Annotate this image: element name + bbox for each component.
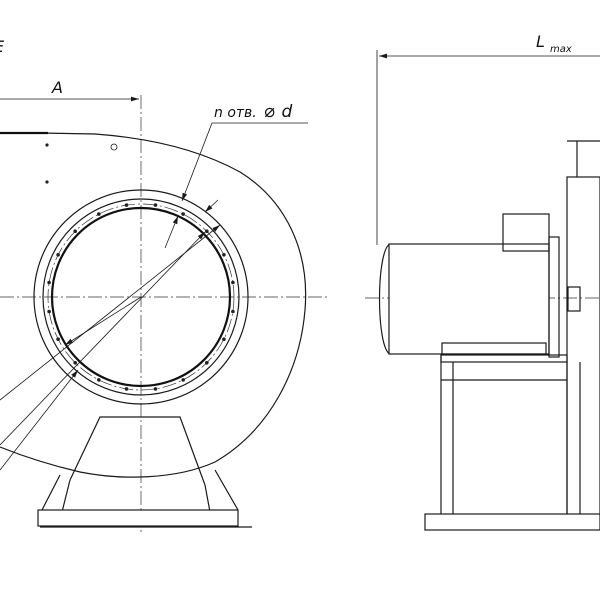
bolt-hole — [153, 203, 158, 207]
bolt-hole — [97, 378, 101, 382]
bolt-hole — [56, 337, 60, 342]
diameter-dim-3 — [0, 369, 79, 471]
support-pedestal — [69, 416, 206, 486]
bolt-hole — [222, 337, 226, 342]
bolt-hole — [124, 203, 129, 207]
inlet-flange-outer — [33, 189, 249, 405]
inlet-flange-mid — [42, 198, 240, 396]
holes-label: n отв. ⌀ d — [214, 101, 293, 122]
bolt-hole — [205, 361, 209, 365]
diameter-dim-4 — [64, 296, 142, 346]
bolt-hole — [97, 212, 101, 216]
bolt-hole — [153, 387, 158, 391]
support-legs — [41, 469, 239, 513]
holes-leader — [181, 122, 213, 202]
bolt-hole — [124, 387, 129, 391]
dim-a-label: A — [51, 78, 63, 97]
bolt-hole — [73, 229, 77, 233]
holes-prefix: n отв. — [214, 105, 257, 121]
bolt-holes — [47, 203, 235, 391]
bolt-hole — [205, 229, 209, 233]
holes-leader-3 — [164, 215, 179, 249]
side-base-plate — [424, 513, 600, 531]
lmax-label: L max — [536, 32, 572, 55]
holes-diameter-symbol: ⌀ — [264, 101, 275, 122]
motor-body — [388, 243, 550, 355]
base-plate — [37, 509, 239, 527]
bolt-circle — [47, 203, 235, 391]
motor-end-cap — [378, 243, 391, 355]
diameter-dim-2 — [0, 231, 206, 446]
motor-terminal-box — [502, 213, 550, 252]
bolt-hole — [231, 280, 235, 285]
casing-hole-3 — [45, 180, 49, 184]
section-letter: E — [0, 37, 5, 56]
bolt-hole — [222, 253, 226, 257]
casing-side — [566, 176, 600, 516]
bolt-hole — [47, 309, 51, 314]
bolt-hole — [47, 280, 51, 285]
casing-hole-1 — [45, 143, 49, 147]
lmax-subscript: max — [550, 44, 572, 55]
holes-callout: n отв. ⌀ d — [164, 101, 308, 249]
side-view: L max — [365, 32, 600, 531]
inlet-opening — [50, 206, 232, 388]
lmax-letter: L — [536, 32, 545, 51]
front-view: A E n отв. ⌀ d — [0, 37, 330, 535]
bolt-hole — [181, 212, 185, 216]
holes-diameter-letter: d — [282, 102, 293, 122]
casing-hole-2 — [110, 143, 118, 151]
bolt-hole — [73, 361, 77, 365]
holes-leader-2 — [204, 199, 219, 213]
shaft-hub — [567, 286, 581, 312]
bolt-hole — [231, 309, 235, 314]
volute-casing — [0, 132, 307, 478]
bolt-hole — [181, 378, 185, 382]
frame-top-beam — [440, 354, 568, 363]
motor-flange — [548, 236, 560, 358]
bolt-hole — [56, 253, 60, 257]
motor-foot — [441, 342, 547, 355]
